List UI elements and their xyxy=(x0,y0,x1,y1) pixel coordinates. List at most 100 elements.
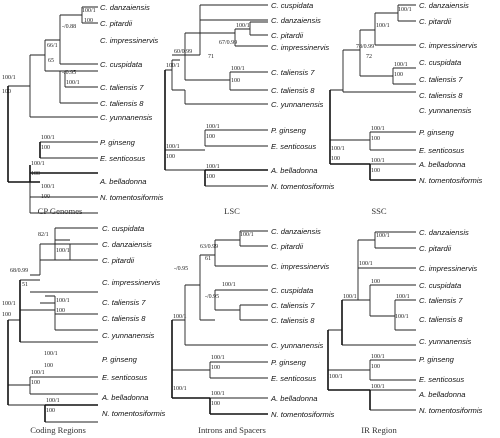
tree-introns-spacers: C. danzaiensis C. pitardii C. impressine… xyxy=(171,227,335,435)
taxon-label: C. pitardii xyxy=(419,244,451,253)
support-label: 72 xyxy=(366,54,372,60)
taxon-label: E. senticosus xyxy=(419,375,464,384)
support-label: 100 xyxy=(371,279,380,285)
panel-caption: Coding Regions xyxy=(30,425,86,435)
support-label: 100/1 xyxy=(371,126,385,132)
panel-caption: IR Region xyxy=(361,425,397,435)
support-label: 100 xyxy=(206,174,215,180)
support-label: 100/1 xyxy=(41,135,55,141)
taxon-label: C. impressinervis xyxy=(419,41,477,50)
taxon-label: C. danzaiensis xyxy=(271,227,321,236)
taxon-label: C. taliensis 7 xyxy=(271,68,315,77)
panel-caption: Introns and Spacers xyxy=(198,425,266,435)
taxon-label: C. yunnanensis xyxy=(419,337,472,346)
taxon-label: P. ginseng xyxy=(419,128,455,137)
taxon-label: C. pitardii xyxy=(102,256,134,265)
taxon-label: C. pitardii xyxy=(419,17,451,26)
support-label: 61 xyxy=(205,256,211,262)
support-label: 100/1 xyxy=(166,63,180,69)
taxon-label: C. danzaiensis xyxy=(419,1,469,10)
support-label: 100 xyxy=(211,401,220,407)
taxon-label: C. cuspidata xyxy=(419,281,461,290)
support-label: 100/1 xyxy=(371,354,385,360)
support-label: 100/1 xyxy=(395,314,409,320)
support-label: 100/1 xyxy=(41,184,55,190)
support-label: 100/1 xyxy=(44,351,58,357)
support-label: 100/1 xyxy=(240,232,254,238)
support-label: 100/1 xyxy=(371,384,385,390)
taxon-label: A. belladonna xyxy=(99,177,146,186)
support-label: -/0.95 xyxy=(205,294,219,300)
support-label: 100 xyxy=(371,168,380,174)
taxon-label: E. senticosus xyxy=(419,146,464,155)
panel-caption: CP Genomes xyxy=(38,206,83,216)
taxon-label: C. taliensis 8 xyxy=(271,316,315,325)
taxon-label: P. ginseng xyxy=(102,355,138,364)
support-label: 51 xyxy=(22,282,28,288)
taxon-label: C. yunnanensis xyxy=(102,331,155,340)
taxon-label: N. tomentosiformis xyxy=(271,182,335,191)
support-label: 100 xyxy=(2,312,11,318)
support-label: 100/1 xyxy=(173,386,187,392)
support-label: 100/1 xyxy=(394,62,408,68)
taxon-label: C. impressinervis xyxy=(271,262,329,271)
taxon-label: C. taliensis 8 xyxy=(419,91,463,100)
support-label: 100 xyxy=(41,194,50,200)
support-label: 100/1 xyxy=(82,8,96,14)
taxon-label: C. taliensis 8 xyxy=(419,315,463,324)
support-label: 100/1 xyxy=(371,158,385,164)
support-label: 100/1 xyxy=(331,146,345,152)
taxon-label: P. ginseng xyxy=(100,138,136,147)
taxon-label: C. impressinervis xyxy=(100,36,158,45)
taxon-label: A. belladonna xyxy=(101,393,148,402)
taxon-label: C. pitardii xyxy=(100,19,132,28)
support-label: 100 xyxy=(211,365,220,371)
taxon-label: P. ginseng xyxy=(419,355,455,364)
support-label: 100 xyxy=(394,72,403,78)
taxon-label: N. tomentosiformis xyxy=(419,406,483,415)
taxon-label: C. cuspidata xyxy=(271,1,313,10)
support-label: 100 xyxy=(84,18,93,24)
support-label: 100/1 xyxy=(206,124,220,130)
taxon-label: C. cuspidata xyxy=(271,286,313,295)
support-label: 100/1 xyxy=(359,261,373,267)
taxon-label: A. belladonna xyxy=(418,160,465,169)
taxon-label: C. cuspidata xyxy=(100,60,142,69)
taxon-label: C. danzaiensis xyxy=(271,16,321,25)
taxon-label: E. senticosus xyxy=(102,373,147,382)
support-label: 100/1 xyxy=(376,233,390,239)
support-label: 68/0.99 xyxy=(10,268,28,274)
taxon-label: C. cuspidata xyxy=(102,224,144,233)
taxon-label: P. ginseng xyxy=(271,358,307,367)
taxon-label: C. taliensis 8 xyxy=(102,314,146,323)
support-label: 65 xyxy=(48,58,54,64)
taxon-label: C. yunnanensis xyxy=(271,100,324,109)
taxon-label: N. tomentosiformis xyxy=(100,193,164,202)
taxon-label: C. taliensis 7 xyxy=(100,83,144,92)
taxon-label: C. impressinervis xyxy=(271,43,329,52)
support-label: 100/1 xyxy=(66,80,80,86)
support-label: 100/1 xyxy=(231,66,245,72)
support-label: 100/1 xyxy=(46,398,60,404)
support-label: 60/0.99 xyxy=(174,49,192,55)
taxon-label: C. impressinervis xyxy=(419,264,477,273)
support-label: 67/0.99 xyxy=(219,40,237,46)
tree-coding-regions: C. cuspidata C. danzaiensis C. pitardii … xyxy=(2,224,166,435)
support-label: 100/1 xyxy=(56,298,70,304)
taxon-label: C. taliensis 7 xyxy=(419,75,463,84)
taxon-label: C. taliensis 8 xyxy=(100,99,144,108)
taxon-label: C. impressinervis xyxy=(102,278,160,287)
taxon-label: A. belladonna xyxy=(270,166,317,175)
tree-lsc: C. cuspidata C. danzaiensis C. pitardii … xyxy=(164,1,335,216)
taxon-label: C. taliensis 7 xyxy=(271,301,315,310)
taxon-label: C. yunnanensis xyxy=(419,106,472,115)
support-label: 100 xyxy=(331,156,340,162)
support-label: 100/1 xyxy=(2,301,16,307)
taxon-label: C. pitardii xyxy=(271,242,303,251)
support-label: 66/1 xyxy=(47,43,58,49)
taxon-label: E. senticosus xyxy=(100,154,145,163)
support-label: -/0.95 xyxy=(62,70,76,76)
support-label: 100/1 xyxy=(56,248,70,254)
taxon-label: E. senticosus xyxy=(271,142,316,151)
